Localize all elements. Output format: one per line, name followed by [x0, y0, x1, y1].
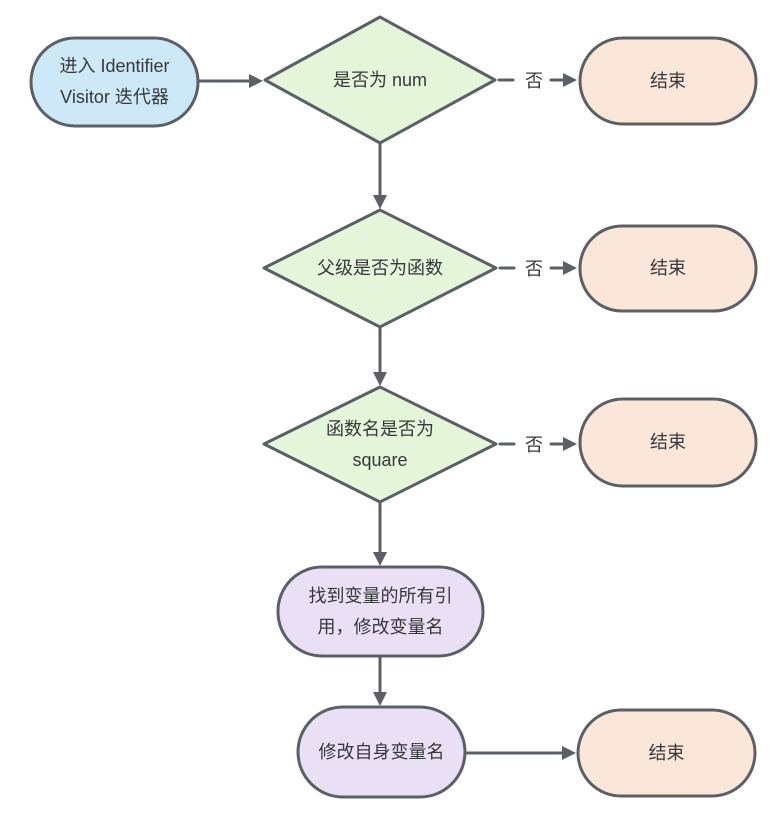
arrowhead-process1-to-process2 — [373, 692, 387, 706]
arrowhead-decision3-to-process1 — [373, 552, 387, 566]
arrowhead-process2-to-end4 — [562, 746, 576, 760]
decision-3-shape — [262, 385, 498, 504]
arrowhead-decision2-to-end2 — [563, 261, 577, 275]
decision-1-shape — [263, 15, 497, 145]
arrowhead-decision2-to-decision3 — [373, 372, 387, 386]
arrowhead-start-to-decision1 — [249, 74, 263, 88]
decision-2-shape — [262, 208, 498, 329]
process-2-shape — [296, 705, 467, 799]
process-1-shape — [276, 565, 485, 658]
arrowhead-decision1-to-end1 — [563, 73, 577, 87]
start-node-shape — [29, 36, 200, 128]
end-4-shape — [576, 708, 757, 798]
arrowhead-decision3-to-end3 — [563, 437, 577, 451]
end-1-shape — [578, 36, 758, 126]
end-2-shape — [578, 224, 758, 313]
arrowhead-decision1-to-decision2 — [373, 195, 387, 209]
end-3-shape — [578, 397, 758, 488]
